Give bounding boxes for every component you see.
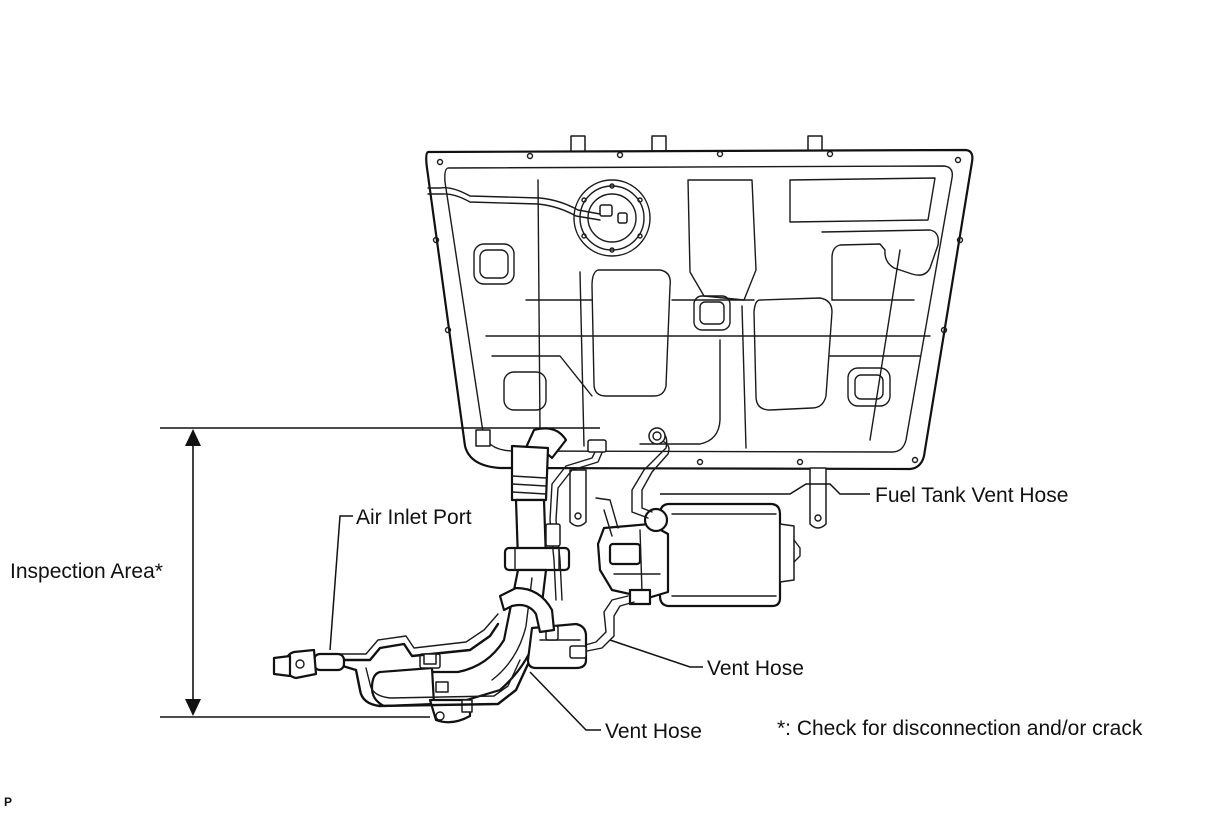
tank-mount-tab xyxy=(651,135,667,153)
tank-body-outline xyxy=(444,165,954,453)
leader-fuel-tank-vent-hose xyxy=(660,483,870,495)
filler-neck xyxy=(370,427,571,724)
tank-harness-line xyxy=(427,186,601,215)
lower-vent-hose xyxy=(334,613,530,708)
label-fuel-tank-vent-hose: Fuel Tank Vent Hose xyxy=(875,484,1069,507)
label-air-inlet-port: Air Inlet Port xyxy=(356,506,472,529)
evap-line xyxy=(545,439,607,601)
tank-bracket xyxy=(809,467,827,529)
label-inspection-area: Inspection Area* xyxy=(10,560,163,583)
corner-mark: P xyxy=(4,795,13,809)
tank-bracket xyxy=(569,469,587,527)
dimension-arrow-down-icon xyxy=(185,699,201,716)
inspection-area-dimension xyxy=(160,427,600,718)
leader-vent-hose-right xyxy=(609,639,703,668)
tank-flange xyxy=(425,148,974,471)
air-inlet-port xyxy=(272,648,346,680)
label-vent-hose-bottom: Vent Hose xyxy=(605,720,702,743)
leader-lines xyxy=(329,483,870,731)
tank-bracket xyxy=(475,429,491,447)
charcoal-canister xyxy=(595,497,801,608)
air-filter-box xyxy=(498,586,588,670)
dimension-arrow-up-icon xyxy=(185,429,201,446)
leader-air-inlet-port xyxy=(329,515,353,651)
tank-mount-tab xyxy=(570,135,586,153)
vent-hose-canister xyxy=(581,595,635,653)
footnote-text: *: Check for disconnection and/or crack xyxy=(777,717,1143,740)
tank-bolt-holes xyxy=(432,150,964,466)
fuel-tank-vent-hose xyxy=(631,427,670,519)
leader-vent-hose-bottom xyxy=(529,671,601,731)
tank-pockets xyxy=(473,177,940,449)
label-vent-hose-right: Vent Hose xyxy=(707,657,804,680)
fuel-tank xyxy=(425,135,974,529)
